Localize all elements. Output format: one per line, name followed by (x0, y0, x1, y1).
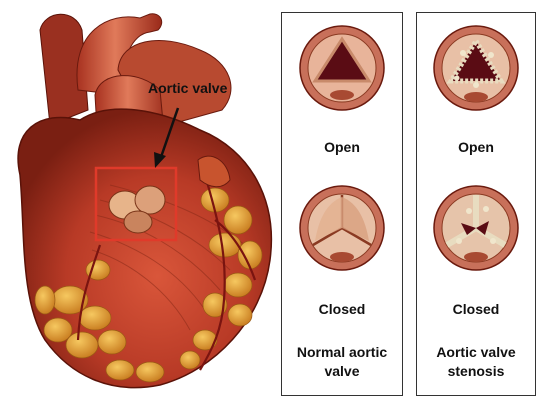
stenosis-valve-panel: Open Closed Aortic valve stenosis (416, 12, 536, 396)
normal-caption: Normal aortic valve (292, 343, 392, 381)
normal-closed-label: Closed (282, 301, 402, 317)
stenosis-closed-label: Closed (417, 301, 535, 317)
normal-valve-panel: Open Closed Normal aortic valve (281, 12, 403, 396)
stenosis-caption: Aortic valve stenosis (425, 343, 527, 381)
stenosis-valve-open (431, 23, 521, 113)
stenosis-open-label: Open (417, 139, 535, 155)
normal-open-label: Open (282, 139, 402, 155)
aortic-valve-callout-label: Aortic valve (148, 80, 248, 96)
heart-illustration (0, 0, 290, 396)
stenosis-valve-closed (431, 183, 521, 273)
normal-valve-closed (297, 183, 387, 273)
normal-valve-open (297, 23, 387, 113)
